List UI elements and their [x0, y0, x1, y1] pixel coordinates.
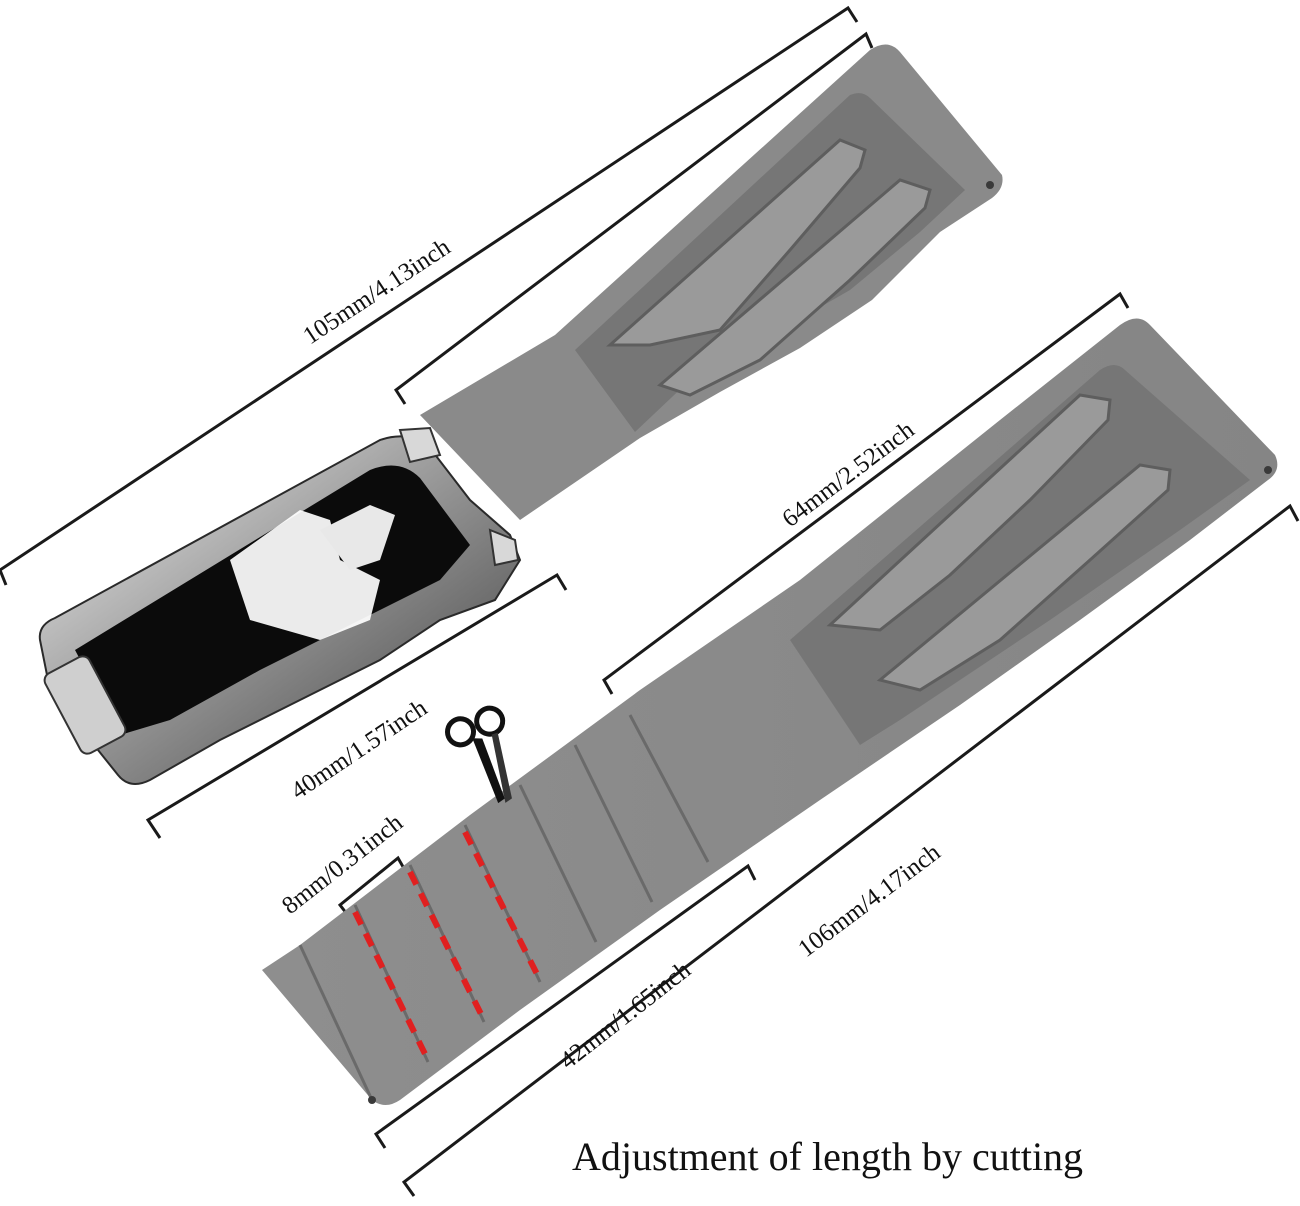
folding-buckle	[38, 426, 522, 785]
cut-line	[352, 910, 431, 1062]
cut-line	[462, 830, 543, 982]
label-106mm: 106mm/4.17inch	[793, 839, 946, 963]
dimension-40mm	[145, 572, 568, 839]
long-strap	[262, 318, 1278, 1105]
cut-lines	[352, 830, 543, 1062]
short-strap	[420, 44, 1003, 520]
dimension-64mm	[393, 31, 874, 405]
dimension-64mm-right	[602, 291, 1130, 695]
dimension-105mm	[0, 5, 859, 586]
caption: Adjustment of length by cutting	[572, 1134, 1083, 1179]
dimension-106mm	[401, 503, 1300, 1197]
label-42mm: 42mm/1.65inch	[555, 956, 696, 1075]
dimension-42mm	[373, 863, 757, 1149]
label-105mm: 105mm/4.13inch	[298, 233, 455, 350]
label-40mm: 40mm/1.57inch	[286, 694, 432, 805]
scissors-icon	[445, 705, 512, 804]
cut-line	[407, 870, 487, 1022]
